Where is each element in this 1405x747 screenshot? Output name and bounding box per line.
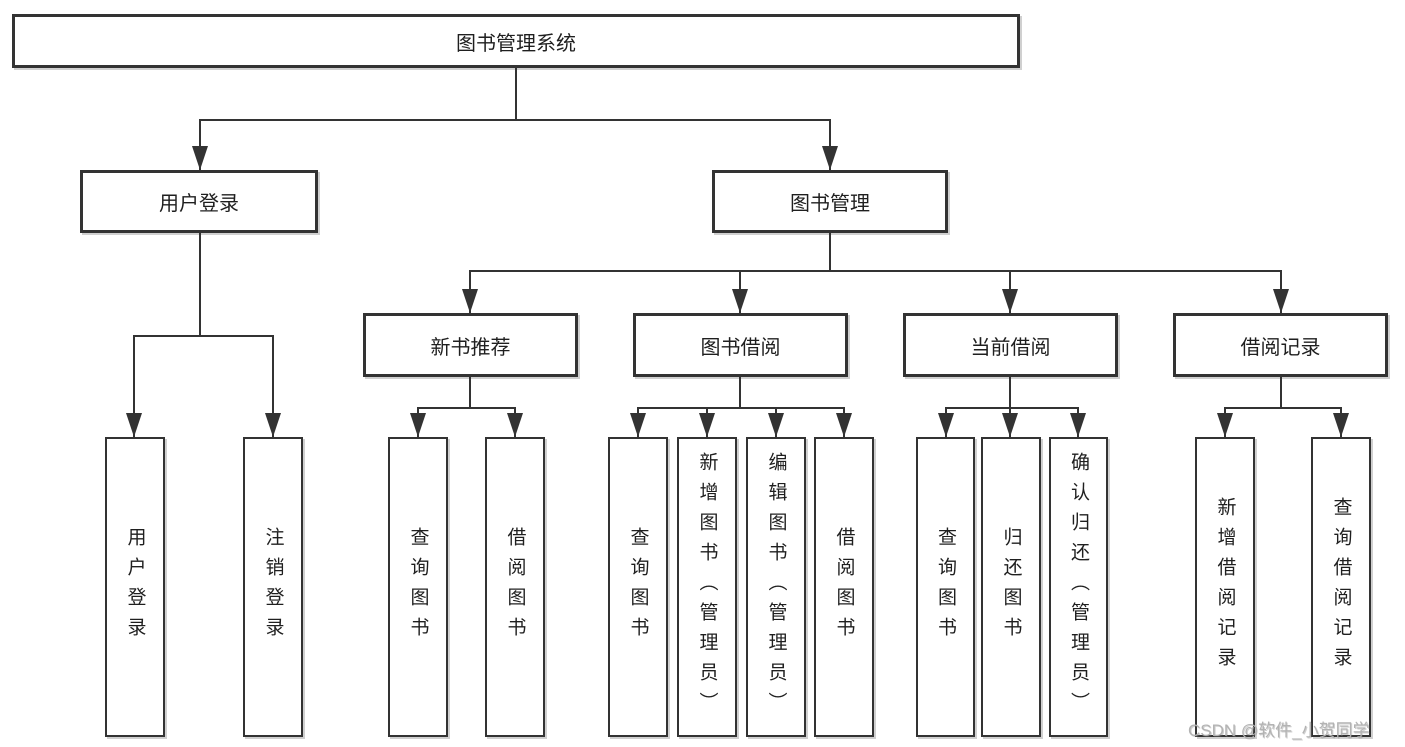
leaf-add-book-admin-label: 新增图书（管理员）	[696, 452, 718, 722]
csdn-watermark: CSDN @软件_小贺同学	[1188, 721, 1370, 740]
leaf-confirm-return-admin-label: 确认归还（管理员）	[1068, 452, 1089, 722]
connector-arrow-to-borrow-record	[1280, 270, 1282, 313]
root-node: 图书管理系统	[12, 14, 1020, 68]
connector-arrow-to-book-management	[829, 119, 831, 170]
connector-arrow-bookborrow-leaf-1	[637, 407, 639, 437]
leaf-search-book-borrow: 查询图书	[608, 437, 668, 737]
connector-arrow-to-current-borrow	[1009, 270, 1011, 313]
connector-arrow-bookborrow-leaf-3	[775, 407, 777, 437]
connector-arrow-currentborrow-leaf-3	[1077, 407, 1079, 437]
connector-arrow-to-leaf-user-login	[133, 335, 135, 437]
connector-branch-current-borrow	[945, 407, 1079, 409]
node-book-management: 图书管理	[712, 170, 948, 233]
connector-branch-book-management	[469, 270, 1282, 272]
leaf-borrow-book-newbook-label: 借阅图书	[504, 527, 526, 647]
root-node-label: 图书管理系统	[456, 32, 576, 55]
connector-arrow-newbook-leaf-2	[514, 407, 516, 437]
node-borrow-record: 借阅记录	[1173, 313, 1388, 377]
connector-arrow-to-new-book	[469, 270, 471, 313]
connector-stem-borrow-record	[1280, 377, 1282, 408]
leaf-edit-book-admin-label: 编辑图书（管理员）	[765, 452, 787, 722]
leaf-search-book-current-label: 查询图书	[935, 527, 956, 647]
connector-branch-root	[199, 119, 831, 121]
connector-arrow-borrowrecord-leaf-2	[1340, 407, 1342, 437]
leaf-borrow-book: 借阅图书	[814, 437, 874, 737]
connector-arrow-newbook-leaf-1	[417, 407, 419, 437]
leaf-borrow-book-label: 借阅图书	[833, 527, 855, 647]
connector-arrow-currentborrow-leaf-1	[945, 407, 947, 437]
connector-branch-user-login	[133, 335, 274, 337]
connector-stem-book-management	[829, 233, 831, 271]
leaf-borrow-book-newbook: 借阅图书	[485, 437, 545, 737]
connector-stem-root	[515, 68, 517, 120]
connector-branch-new-book	[417, 407, 516, 409]
leaf-add-borrow-record-label: 新增借阅记录	[1214, 497, 1236, 677]
connector-branch-borrow-record	[1224, 407, 1342, 409]
connector-stem-user-login	[199, 233, 201, 336]
node-user-login-label: 用户登录	[159, 193, 239, 215]
node-borrow-record-label: 借阅记录	[1240, 336, 1321, 359]
leaf-confirm-return-admin: 确认归还（管理员）	[1049, 437, 1108, 737]
leaf-user-login-label: 用户登录	[124, 527, 146, 647]
connector-arrow-bookborrow-leaf-2	[706, 407, 708, 437]
leaf-add-borrow-record: 新增借阅记录	[1195, 437, 1255, 737]
leaf-logout-login-label: 注销登录	[262, 527, 284, 647]
node-new-book-recommend: 新书推荐	[363, 313, 578, 377]
node-user-login: 用户登录	[80, 170, 318, 233]
node-book-borrow: 图书借阅	[633, 313, 848, 377]
connector-arrow-bookborrow-leaf-4	[843, 407, 845, 437]
connector-arrow-currentborrow-leaf-2	[1009, 407, 1011, 437]
node-current-borrow-label: 当前借阅	[970, 336, 1051, 359]
leaf-user-login: 用户登录	[105, 437, 165, 737]
leaf-logout-login: 注销登录	[243, 437, 303, 737]
connector-arrow-to-book-borrow	[739, 270, 741, 313]
leaf-return-book-label: 归还图书	[1000, 527, 1022, 647]
leaf-search-book-borrow-label: 查询图书	[627, 527, 649, 647]
connector-arrow-to-user-login	[199, 119, 201, 170]
leaf-search-book-newbook: 查询图书	[388, 437, 448, 737]
connector-stem-new-book	[469, 377, 471, 408]
connector-branch-book-borrow	[637, 407, 845, 409]
node-new-book-recommend-label: 新书推荐	[430, 336, 511, 359]
connector-arrow-to-leaf-logout	[272, 335, 274, 437]
node-book-management-label: 图书管理	[790, 193, 870, 215]
leaf-search-borrow-record-label: 查询借阅记录	[1330, 497, 1352, 677]
leaf-return-book: 归还图书	[981, 437, 1041, 737]
leaf-edit-book-admin: 编辑图书（管理员）	[746, 437, 806, 737]
connector-stem-book-borrow	[739, 377, 741, 408]
leaf-add-book-admin: 新增图书（管理员）	[677, 437, 737, 737]
connector-arrow-borrowrecord-leaf-1	[1224, 407, 1226, 437]
leaf-search-book-current: 查询图书	[916, 437, 975, 737]
node-current-borrow: 当前借阅	[903, 313, 1118, 377]
leaf-search-book-newbook-label: 查询图书	[407, 527, 429, 647]
leaf-search-borrow-record: 查询借阅记录	[1311, 437, 1371, 737]
node-book-borrow-label: 图书借阅	[700, 336, 781, 359]
connector-stem-current-borrow	[1009, 377, 1011, 408]
